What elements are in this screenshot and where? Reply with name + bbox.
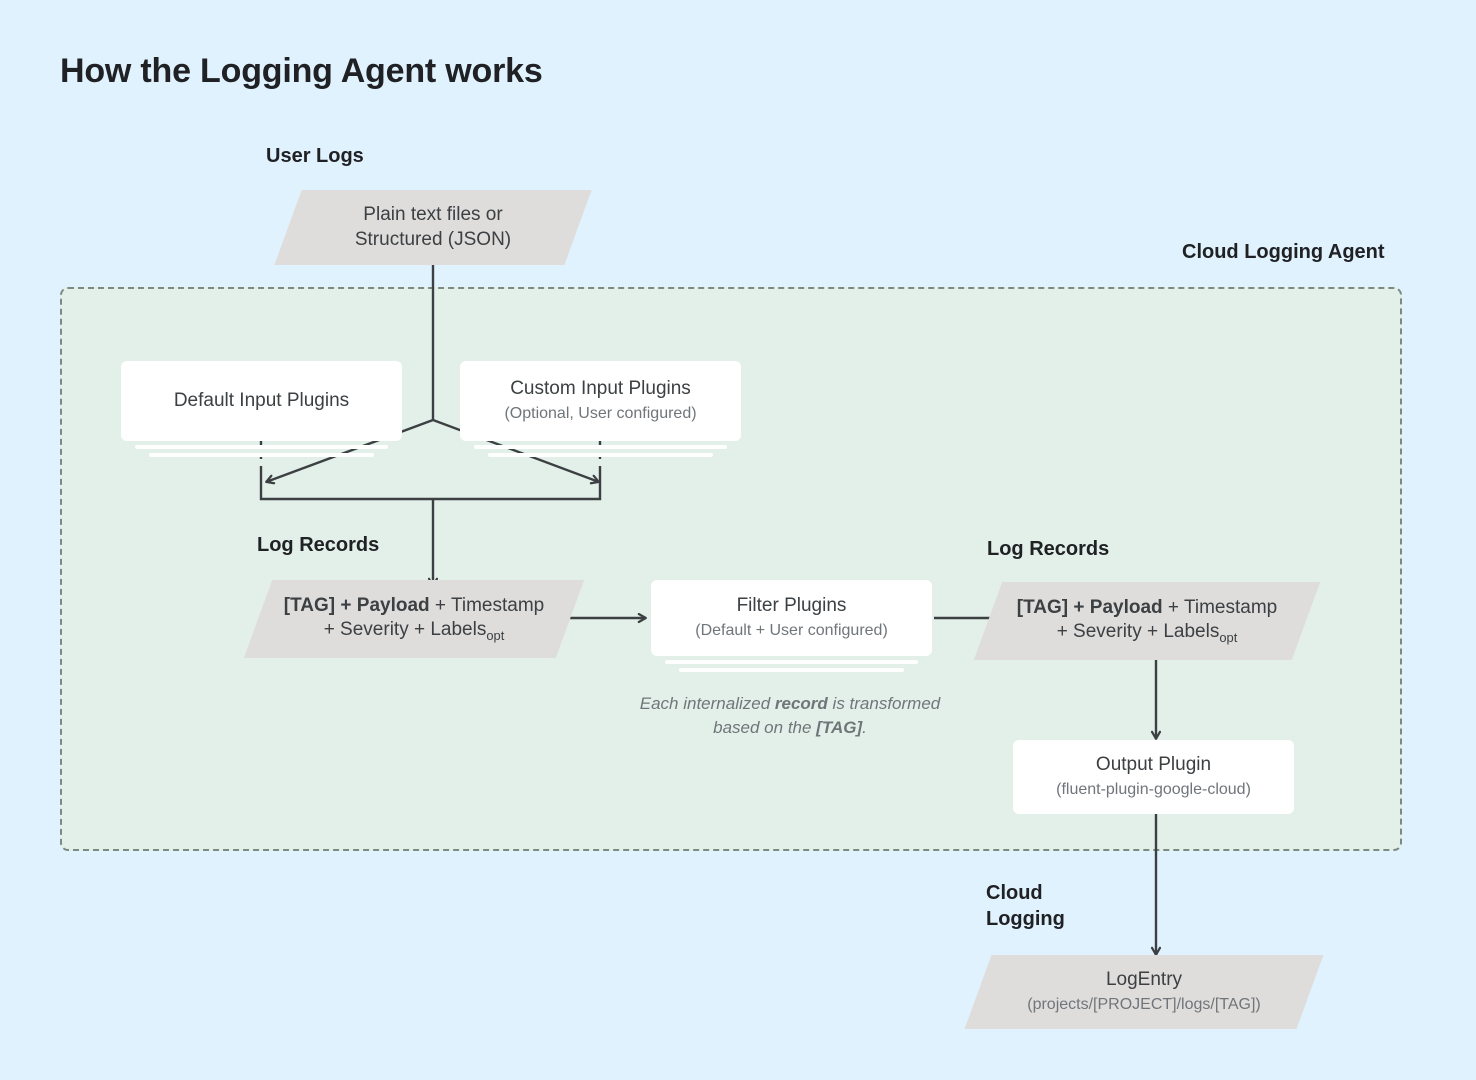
- record-rest2-left: + Severity + Labels: [323, 618, 487, 640]
- cloud-logging-line1: Cloud: [986, 882, 1043, 904]
- node-log-entry[interactable]: LogEntry (projects/[PROJECT]/logs/[TAG]): [964, 955, 1324, 1029]
- cloud-logging-label: Cloud Logging: [986, 880, 1065, 932]
- caption-part2: is transformed based on the: [713, 694, 941, 738]
- node-output-plugin[interactable]: Output Plugin (fluent-plugin-google-clou…: [1013, 740, 1294, 814]
- node-custom-input-plugins[interactable]: Custom Input Plugins (Optional, User con…: [460, 361, 741, 457]
- node-record-left[interactable]: [TAG] + Payload + Timestamp + Severity +…: [243, 580, 585, 658]
- caption-part3: .: [862, 718, 867, 738]
- record-plus-left: +: [335, 594, 357, 616]
- node-custom-input-sub: (Optional, User configured): [504, 404, 697, 422]
- card-stack-layer-2: [679, 668, 904, 672]
- record-sub-right: opt: [1219, 629, 1238, 645]
- node-log-entry-title: LogEntry: [1105, 969, 1183, 991]
- record-rest-left: + Timestamp: [429, 594, 545, 616]
- page-title: How the Logging Agent works: [60, 52, 543, 90]
- card-face: Output Plugin (fluent-plugin-google-clou…: [1013, 740, 1294, 814]
- caption-bold-tag: [TAG]: [816, 718, 863, 738]
- record-plus-right: +: [1068, 596, 1090, 618]
- card-face: Filter Plugins (Default + User configure…: [651, 580, 932, 656]
- node-default-input-plugins[interactable]: Default Input Plugins: [121, 361, 402, 457]
- record-sub-left: opt: [486, 627, 505, 643]
- card-stack-layer-1: [135, 445, 388, 449]
- card-stack-layer-1: [474, 445, 727, 449]
- node-filter-title: Filter Plugins: [736, 595, 847, 617]
- record-rest-right: + Timestamp: [1162, 596, 1278, 618]
- log-records-right-label: Log Records: [987, 538, 1110, 560]
- card-stack-layer-2: [488, 453, 713, 457]
- card-face: Default Input Plugins: [121, 361, 402, 441]
- log-records-left-label: Log Records: [257, 534, 380, 556]
- cloud-logging-line2: Logging: [986, 908, 1065, 930]
- card-stack-layer-2: [149, 453, 374, 457]
- node-output-sub: (fluent-plugin-google-cloud): [1056, 780, 1251, 798]
- cloud-logging-agent-label: Cloud Logging Agent: [1182, 241, 1385, 263]
- card-stack-layer-1: [665, 660, 918, 664]
- node-record-right-line2: + Severity + Labelsopt: [1057, 620, 1238, 646]
- node-record-left-line2: + Severity + Labelsopt: [324, 618, 505, 644]
- node-output-title: Output Plugin: [1095, 754, 1212, 776]
- node-filter-plugins[interactable]: Filter Plugins (Default + User configure…: [651, 580, 932, 672]
- caption-bold-record: record: [774, 694, 828, 713]
- node-user-logs-source[interactable]: Plain text files or Structured (JSON): [274, 190, 592, 265]
- node-user-logs-line1: Plain text files or: [363, 204, 503, 226]
- record-rest2-right: + Severity + Labels: [1056, 620, 1220, 642]
- node-default-input-title: Default Input Plugins: [173, 389, 350, 411]
- user-logs-label: User Logs: [266, 145, 364, 167]
- caption-part1: Each internalized: [639, 694, 775, 713]
- node-custom-input-title: Custom Input Plugins: [510, 378, 691, 400]
- node-user-logs-line2: Structured (JSON): [354, 228, 512, 250]
- record-tag-right: [TAG]: [1016, 596, 1069, 618]
- record-tag-left: [TAG]: [283, 594, 336, 616]
- node-record-left-line1: [TAG] + Payload + Timestamp: [284, 594, 544, 618]
- card-face: Custom Input Plugins (Optional, User con…: [460, 361, 741, 441]
- node-record-right[interactable]: [TAG] + Payload + Timestamp + Severity +…: [973, 582, 1321, 660]
- node-log-entry-sub: (projects/[PROJECT]/logs/[TAG]): [1027, 995, 1261, 1013]
- node-filter-sub: (Default + User configured): [695, 621, 888, 639]
- record-payload-left: Payload: [356, 594, 430, 616]
- node-record-right-line1: [TAG] + Payload + Timestamp: [1017, 596, 1277, 620]
- record-payload-right: Payload: [1089, 596, 1163, 618]
- filter-plugins-caption: Each internalized record is transformed …: [630, 692, 950, 740]
